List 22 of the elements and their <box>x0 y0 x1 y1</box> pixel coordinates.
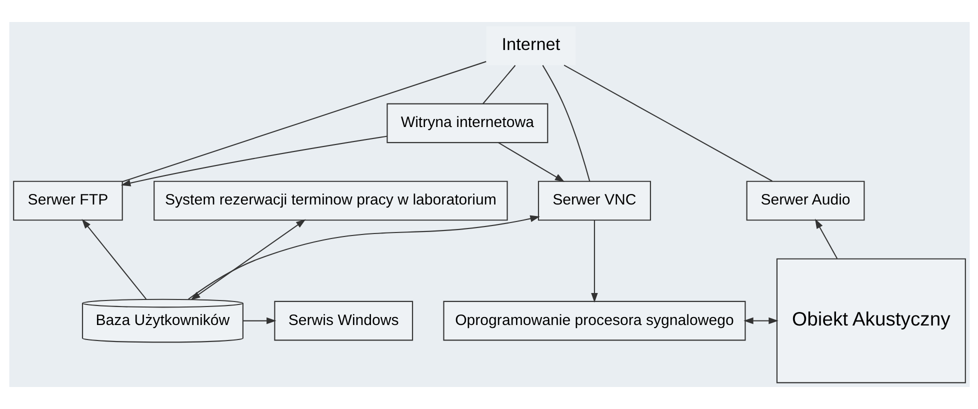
connector <box>542 65 590 182</box>
arrow <box>498 142 564 182</box>
node-box: Serwer VNC <box>537 180 650 221</box>
node-text: Internet <box>501 34 560 54</box>
node-box: System rezerwacji terminow pracy w laboratorium <box>153 180 508 221</box>
node-box: Witryna internetowa <box>386 103 548 144</box>
node-box: Serwis Windows <box>274 300 413 341</box>
arrow <box>242 317 276 324</box>
arrow <box>590 220 598 303</box>
arrow <box>814 218 838 259</box>
node-box: Obiekt Akustyczny <box>776 258 966 384</box>
connector <box>482 65 516 104</box>
arrow <box>188 215 540 300</box>
arrow <box>743 317 778 324</box>
arrow <box>81 218 146 300</box>
node-box: Oprogramowanie procesora sygnalowego <box>442 300 746 341</box>
arrow <box>120 136 387 186</box>
node-box: Serwer Audio <box>746 180 864 221</box>
connector <box>563 64 772 182</box>
arrow <box>190 219 306 300</box>
connector <box>122 61 486 182</box>
node-box: Serwer FTP <box>12 180 122 221</box>
